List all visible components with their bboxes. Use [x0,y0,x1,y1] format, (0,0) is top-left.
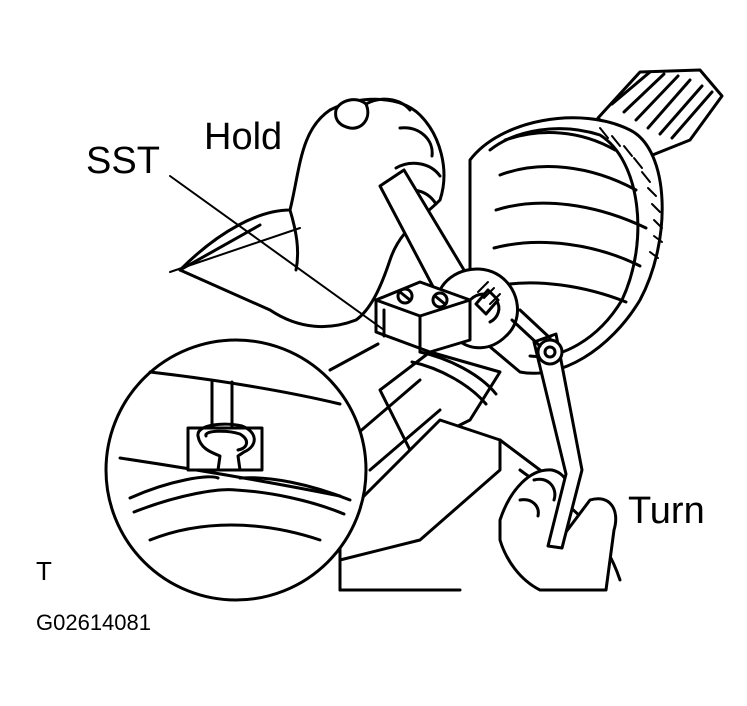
leader-lines [169,175,385,331]
corner-mark: T [36,556,52,586]
turning-bar [510,308,584,550]
figure-code: G02614081 [36,610,151,635]
axle-shaft [348,350,502,472]
sst-leader [169,175,385,331]
sst-tool [374,280,472,354]
hold-leader [169,227,301,273]
label-hold: Hold [204,116,283,158]
label-sst: SST [86,140,160,182]
detail-circle [104,338,380,602]
label-turn: Turn [628,490,705,532]
